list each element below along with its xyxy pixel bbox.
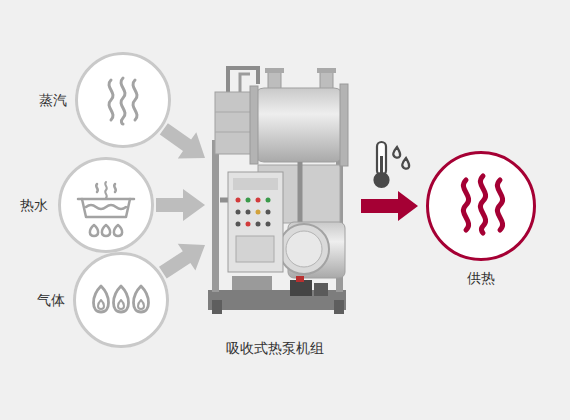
flow-arrow: [160, 123, 205, 158]
circle-outline: [58, 157, 154, 253]
node-label: 吸收式热泵机组: [226, 340, 324, 357]
node-label: 热水: [20, 197, 48, 214]
node-label: 供热: [467, 270, 495, 287]
circle-outline: [426, 151, 536, 261]
steam-icon: [109, 78, 137, 124]
steam-source-circle: 蒸汽: [75, 52, 171, 148]
heat-icon: [463, 176, 502, 233]
node-label: 气体: [37, 292, 65, 309]
hot-water-source-circle: 热水: [58, 157, 154, 253]
gas-flame-icon: [94, 286, 149, 312]
circle-outline: [73, 252, 169, 348]
heat-supply-circle: 供热: [426, 151, 536, 261]
thermometer-icon: [375, 142, 410, 187]
flow-arrow: [159, 244, 205, 279]
heat-pump-illustration: [208, 68, 348, 314]
circle-outline: [75, 52, 171, 148]
panel-buttons: [236, 198, 275, 263]
flow-arrow: [361, 191, 418, 221]
circle-outline-shape: [428, 153, 535, 260]
circle-outline-shape: [75, 254, 168, 347]
hot-water-icon: [78, 182, 134, 236]
node-label: 蒸汽: [39, 92, 67, 109]
heat-pump-unit: 吸收式热泵机组: [205, 62, 345, 320]
flow-arrow: [156, 189, 205, 221]
gas-source-circle: 气体: [73, 252, 169, 348]
circle-outline-shape: [77, 54, 170, 147]
circle-outline-shape: [60, 159, 153, 252]
circle-grounds: [58, 52, 536, 348]
